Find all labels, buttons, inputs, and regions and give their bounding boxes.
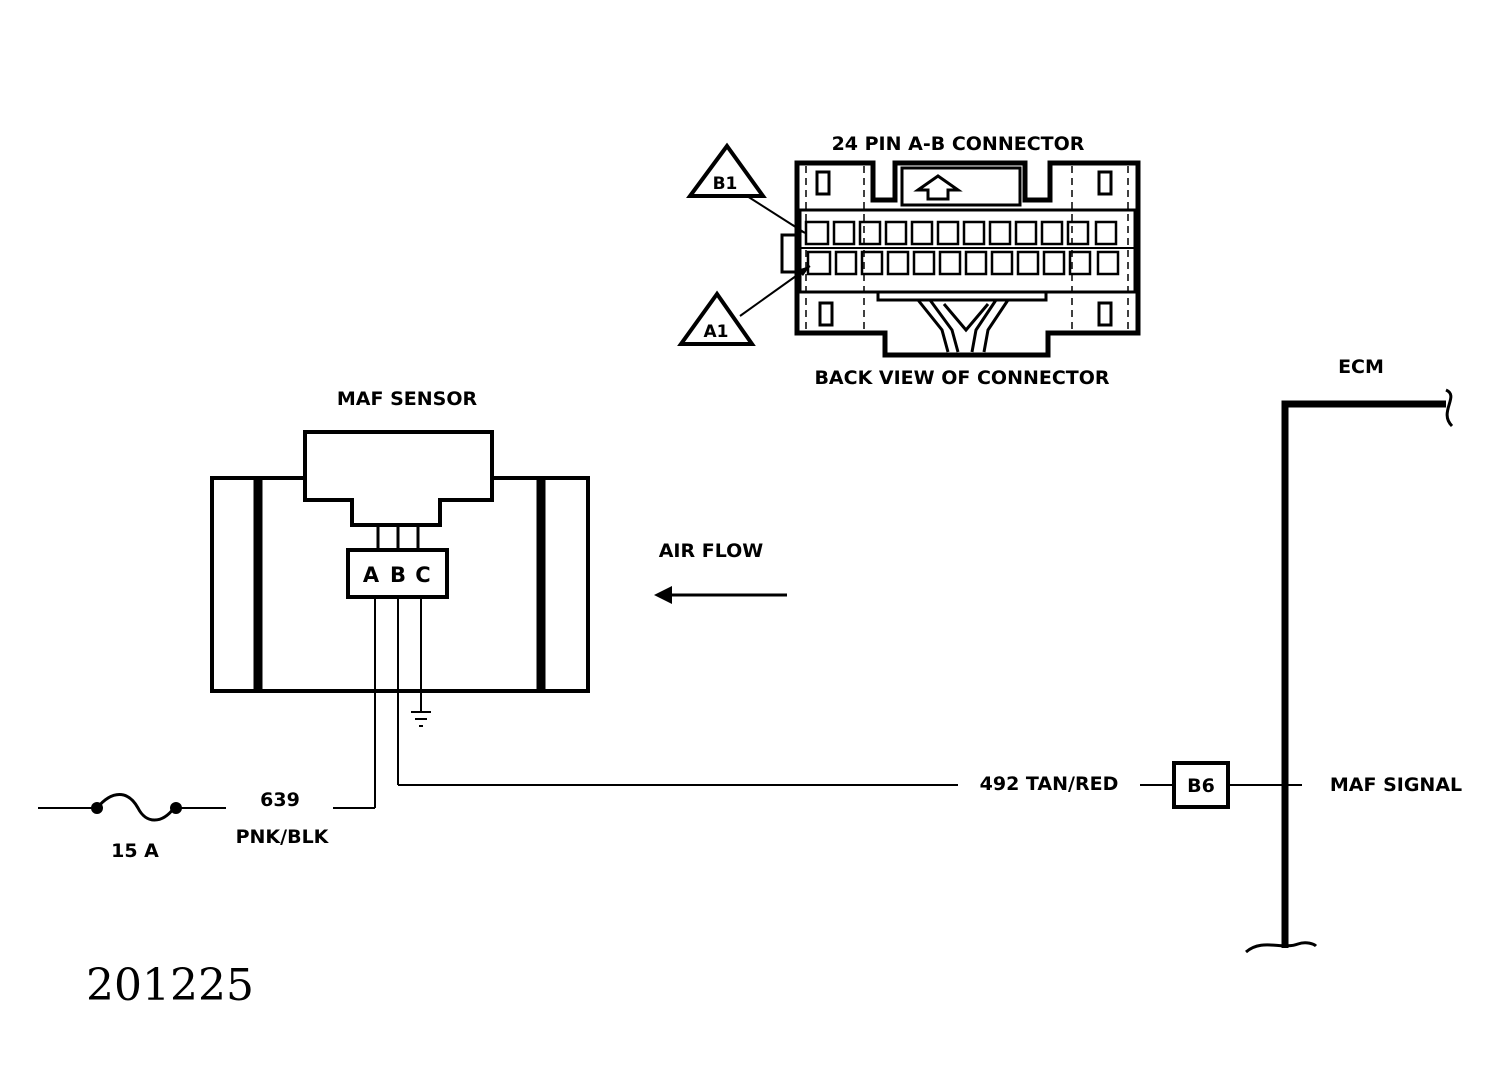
maf-pin-c: C xyxy=(415,563,430,587)
maf-sensor: MAF SENSOR A B C xyxy=(210,388,590,808)
maf-pin-b: B xyxy=(390,563,406,587)
air-flow-indicator: AIR FLOW xyxy=(654,540,787,604)
power-feed: 15 A 639 PNK/BLK xyxy=(38,789,375,862)
left-arrow-icon xyxy=(654,586,672,604)
fuse-icon xyxy=(95,793,176,822)
circuit-639-label: 639 xyxy=(260,789,300,811)
ecm-title: ECM xyxy=(1338,356,1384,378)
pin-a1-callout: A1 xyxy=(677,265,811,346)
maf-sensor-title: MAF SENSOR xyxy=(337,388,478,410)
air-flow-label: AIR FLOW xyxy=(659,540,764,562)
up-arrow-icon xyxy=(913,174,963,201)
ecm: ECM MAF SIGNAL xyxy=(1245,356,1462,954)
circuit-639-color: PNK/BLK xyxy=(236,826,330,848)
signal-wire: 492 TAN/RED B6 xyxy=(398,761,1302,809)
connector-caption: BACK VIEW OF CONNECTOR xyxy=(814,367,1109,389)
fuse-rating: 15 A xyxy=(111,840,159,862)
ecm-terminal-label: B6 xyxy=(1187,775,1215,797)
pin-a1-label: A1 xyxy=(704,322,729,342)
pin-b1-callout: B1 xyxy=(686,142,806,234)
connector-title: 24 PIN A-B CONNECTOR xyxy=(832,133,1085,155)
maf-pin-a: A xyxy=(363,563,380,587)
circuit-492-label: 492 TAN/RED xyxy=(980,773,1119,795)
figure-number: 201225 xyxy=(86,960,254,1011)
connector-24-pin: 24 PIN A-B CONNECTOR xyxy=(677,133,1141,389)
maf-signal-label: MAF SIGNAL xyxy=(1330,774,1462,796)
ground-icon xyxy=(411,711,431,727)
pin-b1-label: B1 xyxy=(713,174,738,194)
